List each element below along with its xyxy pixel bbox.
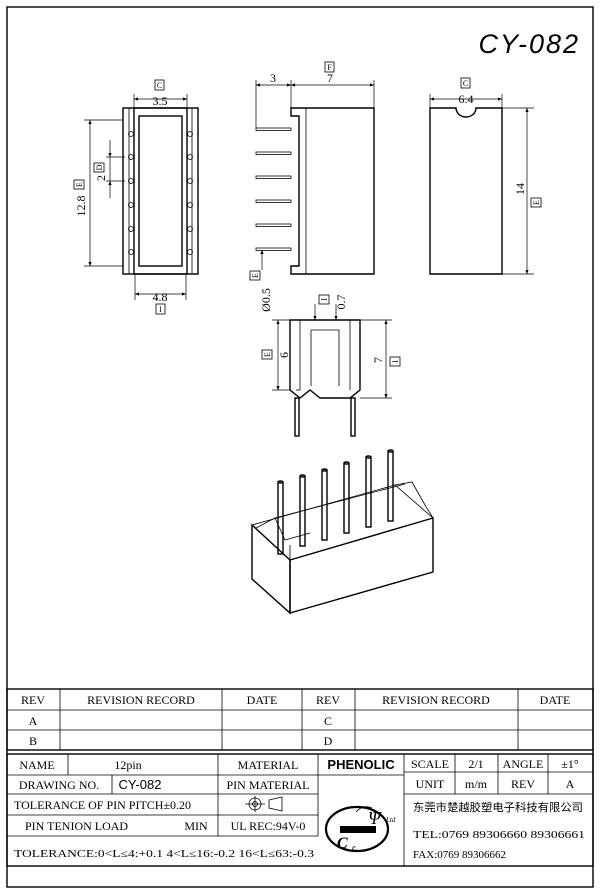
rev-row-d: D xyxy=(324,734,333,748)
pin-tension-value: MIN xyxy=(184,819,208,833)
mark-top-e: E xyxy=(75,182,84,187)
logo-text: Ltd xyxy=(385,816,396,824)
side-pins xyxy=(255,127,292,251)
rev-row-c: C xyxy=(324,714,332,728)
isometric-view xyxy=(251,449,434,615)
dim-top-width: 3.5 xyxy=(153,94,168,108)
rev-row-a: A xyxy=(29,714,38,728)
iso-pins xyxy=(277,449,394,555)
record-header-left: REVISION RECORD xyxy=(87,693,195,707)
part-number: CY-082 xyxy=(478,29,580,59)
rev-label: REV xyxy=(511,777,535,791)
mark-end-e: E xyxy=(532,200,541,205)
company-logo: C e Ψ Ltd xyxy=(324,805,396,853)
svg-text:Ψ: Ψ xyxy=(368,808,383,828)
mark-top-d: D xyxy=(95,164,104,170)
dim-top-base: 4.8 xyxy=(153,290,168,304)
top-view: C 3.5 E 12.8 D 2 4.8 I xyxy=(73,79,199,315)
record-header-right: REVISION RECORD xyxy=(382,693,490,707)
mark-front-e: E xyxy=(263,352,272,357)
end-view: 6.4 C E 14 xyxy=(429,77,542,275)
dim-front-inner: 6 xyxy=(277,352,291,358)
tolerance-pitch: TOLERANCE OF PIN PITCH±0.20 xyxy=(14,798,191,812)
angle-label: ANGLE xyxy=(503,757,544,771)
side-view: 3 7 F E Ø0.5 xyxy=(249,61,375,312)
svg-text:e: e xyxy=(352,843,356,852)
drawing-no-value: CY-082 xyxy=(119,777,162,792)
name-value: 12pin xyxy=(114,758,141,772)
drawing-no-label: DRAWING NO. xyxy=(19,778,99,792)
dim-side-offset: 3 xyxy=(270,71,276,85)
pin-holes-left xyxy=(128,131,134,255)
mark-front-i: I xyxy=(320,298,329,301)
mark-top-i: I xyxy=(159,305,162,314)
mark-top-c: C xyxy=(157,81,162,90)
mark-side-e: E xyxy=(251,273,260,278)
mark-end-c: C xyxy=(463,79,468,88)
date-header-right: DATE xyxy=(540,693,571,707)
title-block: NAME 12pin MATERIAL PHENOLIC SCALE 2/1 A… xyxy=(6,753,594,867)
scale-value: 2/1 xyxy=(468,757,483,771)
rev-header-left: REV xyxy=(21,693,45,707)
ul-rec: UL REC:94V-0 xyxy=(231,819,306,833)
front-pins xyxy=(294,397,356,437)
unit-value: m/m xyxy=(465,777,488,791)
pin-tension-label: PIN TENION LOAD xyxy=(25,819,128,833)
pin-material-label: PIN MATERIAL xyxy=(227,778,310,792)
name-label: NAME xyxy=(19,758,54,772)
company-tel: TEL:0769 89306660 89306661 xyxy=(413,829,585,841)
mark-side-f: F xyxy=(327,63,332,72)
svg-text:C: C xyxy=(337,835,348,852)
dim-side-pin: Ø0.5 xyxy=(259,288,273,312)
rev-value: A xyxy=(566,777,575,791)
tolerance-general: TOLERANCE:0<L≤4:+0.1 4<L≤16:-0.2 16<L≤63… xyxy=(14,849,314,860)
dim-front-slot: 0.7 xyxy=(334,295,348,310)
dim-top-pitch: 2 xyxy=(94,175,108,181)
scale-label: SCALE xyxy=(411,757,449,771)
revision-table: REV REVISION RECORD DATE REV REVISION RE… xyxy=(6,688,594,751)
company-fax: FAX:0769 89306662 xyxy=(413,849,506,861)
unit-label: UNIT xyxy=(416,777,445,791)
mark-front-i2: I xyxy=(391,360,400,363)
front-view: I 0.7 E 6 I 7 xyxy=(261,295,401,437)
dim-end-height: 14 xyxy=(513,183,527,195)
sheet-border xyxy=(6,6,594,888)
projection-symbol xyxy=(245,796,283,812)
pin-holes-right xyxy=(187,131,193,255)
rev-header-right: REV xyxy=(316,693,340,707)
dim-side-length: 7 xyxy=(327,71,333,85)
date-header-left: DATE xyxy=(247,693,278,707)
material-value: PHENOLIC xyxy=(327,757,395,772)
dim-top-length: 12.8 xyxy=(74,196,88,217)
dim-front-total: 7 xyxy=(371,357,385,363)
angle-value: ±1° xyxy=(561,757,579,771)
rev-row-b: B xyxy=(29,734,37,748)
dim-end-width: 6.4 xyxy=(459,92,474,106)
material-label: MATERIAL xyxy=(238,758,299,772)
company-name: 东莞市楚越胶塑电子科技有限公司 xyxy=(413,800,583,814)
